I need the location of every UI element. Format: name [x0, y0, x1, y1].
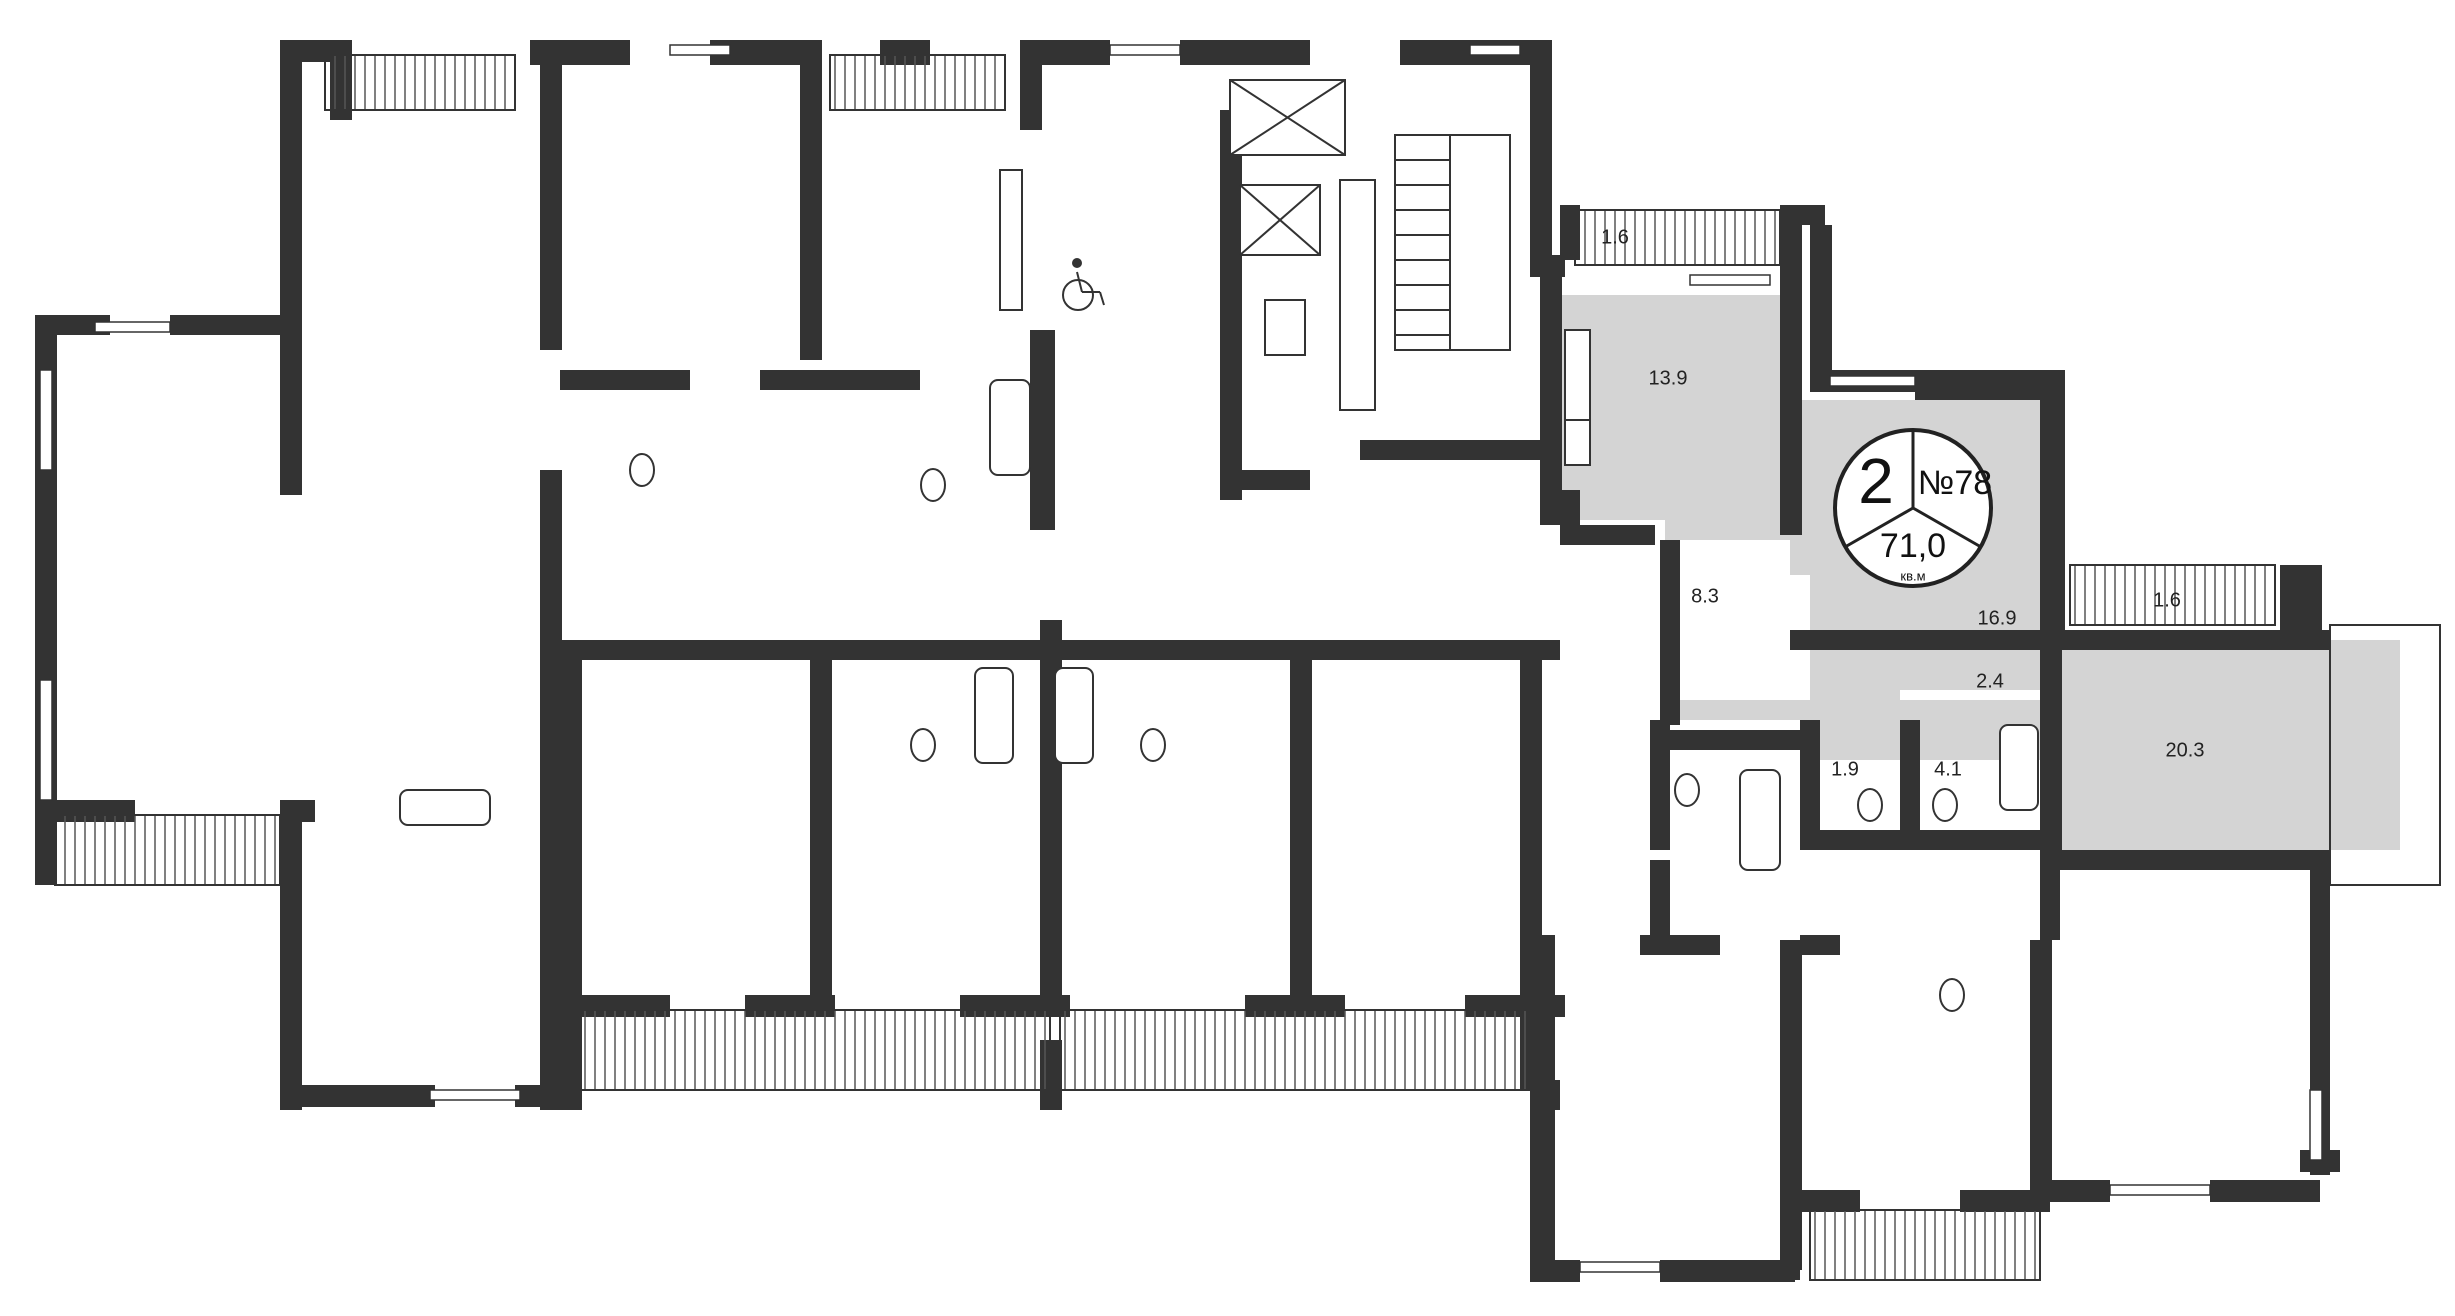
staircase-icon	[1394, 134, 1511, 351]
area-bathroom: 4.1	[1934, 758, 1962, 780]
balconies	[54, 54, 2276, 1281]
building-walls	[35, 40, 2340, 1282]
apartment-area: 71,0	[1880, 527, 1946, 565]
area-wc: 1.9	[1831, 758, 1859, 780]
area-living: 20.3	[2166, 739, 2205, 761]
loggia-outline	[2329, 624, 2441, 886]
area-balcony-right: 1.6	[2153, 589, 2181, 611]
core	[1229, 79, 1511, 411]
apartment-rooms: 2	[1858, 445, 1894, 517]
fixtures	[399, 169, 2039, 1012]
area-hall: 8.3	[1691, 585, 1719, 607]
area-kitchen: 13.9	[1649, 367, 1688, 389]
wheelchair-icon	[1062, 258, 1105, 311]
apartment-badge: 2 №78 71,0 кв.м	[1833, 428, 1993, 588]
area-corridor: 2.4	[1976, 670, 2004, 692]
area-balcony-top: 1.6	[1601, 226, 1629, 248]
area-labels: 1.6 13.9 8.3 16.9 1.6 2.4 20.3 1.9 4.1	[1601, 226, 2204, 780]
apartment-number: №78	[1918, 464, 1992, 502]
apartment-area-unit: кв.м	[1900, 568, 1925, 583]
area-bedroom: 16.9	[1978, 607, 2017, 629]
windows	[39, 44, 2323, 1273]
